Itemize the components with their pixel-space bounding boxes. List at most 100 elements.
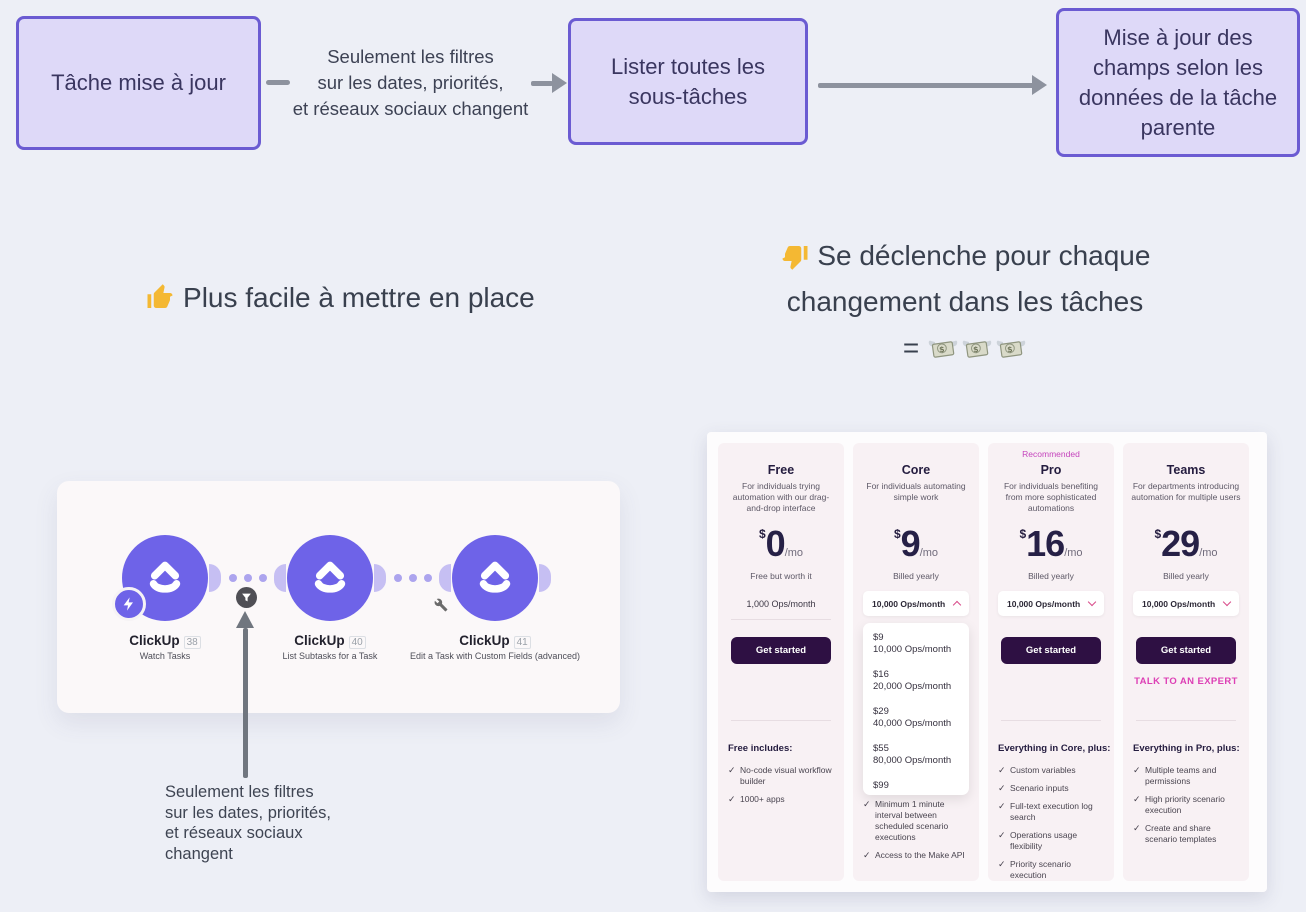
plan-column-free: Free For individuals trying automation w… (718, 443, 844, 881)
feature-list: ✓Minimum 1 minute interval between sched… (863, 799, 974, 868)
instant-trigger-badge (112, 587, 146, 621)
ops-dropdown[interactable]: 10,000 Ops/month (998, 591, 1104, 616)
flow-box-update-fields: Mise à jour des champs selon les données… (1056, 8, 1300, 157)
arrow-right-icon (818, 83, 1034, 88)
divider (1001, 720, 1101, 721)
svg-text:$: $ (1007, 345, 1013, 355)
check-icon: ✓ (1133, 794, 1141, 804)
ops-dropdown[interactable]: 10,000 Ops/month (1133, 591, 1239, 616)
feature-item: ✓No-code visual workflow builder (728, 765, 832, 786)
price-period: /mo (919, 547, 939, 559)
make-pricing-screenshot: Free For individuals trying automation w… (707, 432, 1267, 892)
clickup-logo-icon (479, 561, 511, 593)
flow-box-task-updated: Tâche mise à jour (16, 16, 261, 150)
price-amount: 29 (1161, 523, 1200, 564)
connector-bump (374, 564, 386, 592)
con-line-1: Se déclenche pour chaque (715, 233, 1215, 279)
includes-title: Everything in Core, plus: (998, 743, 1111, 754)
feature-item: ✓Full-text execution log search (998, 801, 1093, 822)
ops-note: 1,000 Ops/month (746, 599, 816, 609)
feature-list: ✓No-code visual workflow builder ✓1000+ a… (728, 765, 839, 812)
plan-price: $9/mo (853, 523, 979, 565)
plan-description: For individuals benefiting from more sop… (1003, 481, 1099, 513)
check-icon: ✓ (728, 794, 736, 804)
money-wings-icon: $ (928, 340, 958, 358)
chevron-down-icon (1087, 597, 1097, 607)
con-line-3: = $ $ $ (715, 325, 1215, 371)
feature-item: ✓Multiple teams and permissions (1133, 765, 1217, 786)
con-statement: Se déclenche pour chaque changement dans… (715, 233, 1215, 371)
flow-box-label: Tâche mise à jour (51, 70, 226, 95)
plan-description: For individuals trying automation with o… (732, 481, 830, 513)
arrow-right-icon (531, 81, 553, 86)
lightning-icon (123, 597, 133, 611)
flow-box-label: Lister toutes les sous-tâches (610, 53, 766, 109)
check-icon: ✓ (863, 850, 871, 860)
chevron-down-icon (1222, 597, 1232, 607)
divider (731, 619, 831, 620)
price-currency: $ (893, 527, 901, 541)
get-started-button[interactable]: Get started (1136, 637, 1236, 664)
pro-statement: Plus facile à mettre en place (90, 282, 590, 314)
plan-price: $0/mo (718, 523, 844, 565)
connector-bump (209, 564, 221, 592)
flow-box-list-subtasks: Lister toutes les sous-tâches (568, 18, 808, 145)
plan-column-teams: Teams For departments introducing automa… (1123, 443, 1249, 881)
dropdown-option[interactable]: $99 (873, 780, 889, 791)
connector-bump (539, 564, 551, 592)
price-currency: $ (758, 527, 766, 541)
includes-title: Everything in Pro, plus: (1133, 743, 1240, 754)
feature-list: ✓Multiple teams and permissions ✓High pri… (1133, 765, 1244, 852)
module-id-badge: 41 (513, 636, 531, 649)
filter-badge[interactable] (236, 587, 257, 608)
feature-item: ✓High priority scenario execution (1133, 794, 1225, 815)
connector-dots (394, 574, 432, 582)
connector-bump (439, 564, 451, 592)
plan-column-core: Core For individuals automating simple w… (853, 443, 979, 881)
plan-name: Teams (1166, 463, 1206, 477)
connector-dots (229, 574, 267, 582)
feature-item: ✓Create and share scenario templates (1133, 823, 1217, 844)
check-icon: ✓ (1133, 765, 1141, 775)
arrow-up-icon (243, 628, 248, 778)
arrow-right-icon (552, 73, 567, 93)
feature-item: ✓Access to the Make API (863, 850, 965, 860)
arrow-up-icon (236, 611, 254, 628)
money-wings-icon: $ (996, 340, 1026, 358)
plan-description: For individuals automating simple work (866, 481, 966, 502)
arrow-right-icon (1032, 75, 1047, 95)
check-icon: ✓ (998, 859, 1006, 869)
get-started-button[interactable]: Get started (1001, 637, 1101, 664)
feature-list: ✓Custom variables✓Scenario inputs✓Full-t… (998, 765, 1109, 888)
module-app-name: ClickUp (459, 633, 510, 648)
money-icons-row: $ $ $ (927, 337, 1027, 365)
connector-bump (274, 564, 286, 592)
feature-item: ✓1000+ apps (728, 794, 785, 804)
plan-price: $29/mo (1123, 523, 1249, 565)
filter-icon (242, 593, 251, 602)
billed-note: Free but worth it (750, 571, 812, 581)
check-icon: ✓ (728, 765, 736, 775)
divider (731, 720, 831, 721)
get-started-button[interactable]: Get started (731, 637, 831, 664)
module-action: Edit a Task with Custom Fields (advanced… (410, 651, 580, 661)
ops-dropdown[interactable]: 10,000 Ops/month (863, 591, 969, 616)
check-icon: ✓ (998, 783, 1006, 793)
con-line-2: changement dans les tâches (786, 286, 1144, 317)
clickup-module-list-subtasks[interactable] (287, 535, 373, 621)
feature-item: ✓Priority scenario execution (998, 859, 1071, 880)
talk-to-expert-link[interactable]: TALK TO AN EXPERT (1134, 676, 1238, 687)
svg-text:$: $ (939, 345, 945, 355)
price-currency: $ (1154, 527, 1162, 541)
clickup-module-edit-task[interactable] (452, 535, 538, 621)
clickup-module-watch-tasks[interactable] (122, 535, 208, 621)
pro-text: Plus facile à mettre en place (183, 282, 535, 313)
price-currency: $ (1019, 527, 1027, 541)
